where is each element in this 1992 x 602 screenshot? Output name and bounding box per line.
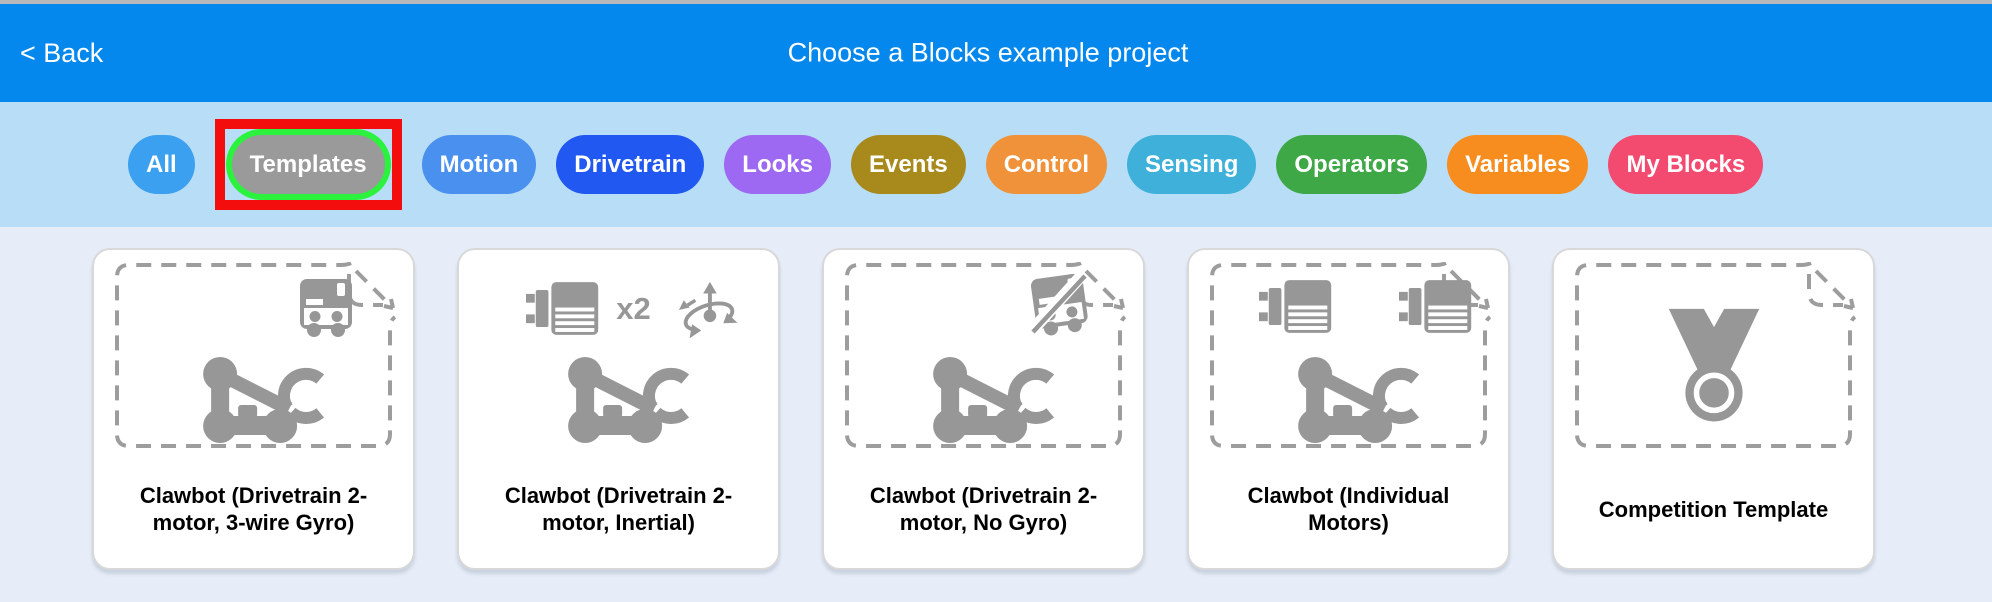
filter-pill-my-blocks[interactable]: My Blocks — [1608, 135, 1764, 194]
project-card-clawbot-no-gyro[interactable]: Clawbot (Drivetrain 2-motor, No Gyro) — [822, 248, 1145, 570]
filter-row: All Templates Motion Drivetrain Looks Ev… — [0, 102, 1992, 227]
project-card-competition-template[interactable]: Competition Template — [1552, 248, 1875, 570]
project-card-clawbot-inertial[interactable]: x2 Clawbot (Drivetrain 2-motor, Inertial… — [457, 248, 780, 570]
window-top-strip — [0, 0, 1992, 4]
filter-pill-events[interactable]: Events — [850, 135, 966, 194]
card-title: Clawbot (Drivetrain 2-motor, 3-wire Gyro… — [139, 483, 368, 535]
clawbot-illustration — [187, 344, 339, 456]
card-media: x2 — [459, 250, 778, 458]
motor-icon — [1398, 280, 1471, 333]
cards-grid: Clawbot (Drivetrain 2-motor, 3-wire Gyro… — [0, 227, 1992, 602]
card-media — [1554, 250, 1873, 458]
clawbot-illustration — [1282, 344, 1434, 456]
back-button[interactable]: < Back — [20, 37, 104, 68]
no-gyro-icon — [1031, 274, 1089, 338]
motor-count-label: x2 — [616, 291, 651, 326]
clawbot-illustration — [552, 344, 704, 456]
project-card-clawbot-individual-motors[interactable]: Clawbot (Individual Motors) — [1187, 248, 1510, 570]
motor-icon — [526, 281, 599, 335]
filter-pill-variables[interactable]: Variables — [1447, 135, 1589, 194]
filter-pill-motion[interactable]: Motion — [421, 135, 537, 194]
filter-pill-sensing[interactable]: Sensing — [1127, 135, 1257, 194]
filter-pill-operators[interactable]: Operators — [1276, 135, 1428, 194]
card-title: Clawbot (Individual Motors) — [1247, 483, 1450, 535]
header: < Back Choose a Blocks example project — [0, 4, 1992, 102]
filter-pill-looks[interactable]: Looks — [724, 135, 831, 194]
card-title: Clawbot (Drivetrain 2-motor, Inertial) — [504, 483, 733, 535]
card-title: Clawbot (Drivetrain 2-motor, No Gyro) — [869, 483, 1098, 535]
filter-pill-drivetrain[interactable]: Drivetrain — [556, 135, 705, 194]
clawbot-illustration — [917, 344, 1069, 456]
card-title: Competition Template — [1598, 496, 1829, 522]
annotation-highlight-box: Templates — [214, 119, 402, 210]
card-media — [1189, 250, 1508, 458]
inertial-sensor-icon — [676, 280, 739, 338]
filter-pill-all[interactable]: All — [128, 135, 195, 194]
gyro-sensor-icon — [300, 279, 352, 337]
medal-icon — [1654, 306, 1774, 428]
motor-icon — [1258, 280, 1331, 333]
device-icon-row — [1209, 280, 1528, 335]
card-media — [824, 250, 1143, 458]
page-title: Choose a Blocks example project — [787, 37, 1189, 68]
filter-pill-templates[interactable]: Templates — [231, 135, 385, 194]
device-icon-row: x2 — [473, 280, 792, 338]
card-media — [94, 250, 413, 458]
filter-pill-control[interactable]: Control — [985, 135, 1107, 194]
project-card-clawbot-3wire-gyro[interactable]: Clawbot (Drivetrain 2-motor, 3-wire Gyro… — [92, 248, 415, 570]
